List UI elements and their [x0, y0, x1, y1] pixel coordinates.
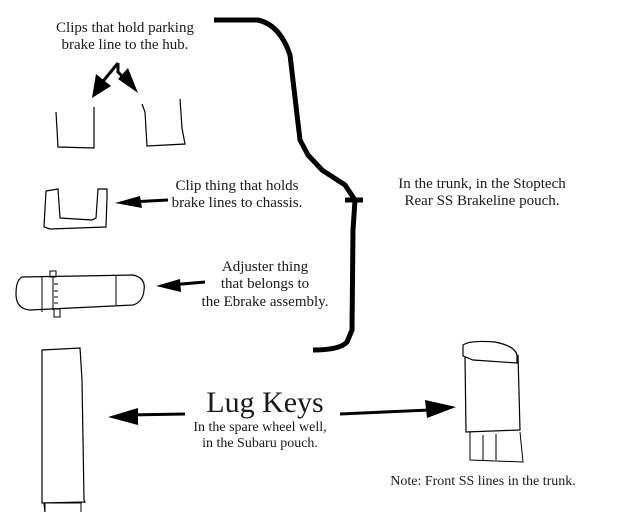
chassis-clip — [43, 188, 108, 230]
label-clip-chassis-line2: brake lines to chassis. — [171, 195, 303, 212]
label-trunk: In the trunk, in the Stoptech Rear SS Br… — [362, 176, 602, 211]
lug-key-left-bottom — [44, 502, 82, 512]
arrowhead-adjuster — [156, 279, 181, 292]
lug-key-left — [41, 347, 86, 504]
label-lug-keys-location-line2: in the Subaru pouch. — [202, 436, 318, 452]
arrowhead-chassis-clip — [115, 196, 142, 208]
adjuster-threads — [52, 277, 58, 310]
label-trunk-line2: Rear SS Brakeline pouch. — [404, 193, 560, 210]
label-clip-chassis: Clip thing that holds brake lines to cha… — [152, 178, 322, 213]
label-clips-hub-line1: Clips that hold parking — [56, 20, 194, 36]
label-clip-chassis-line1: Clip thing that holds — [175, 178, 299, 194]
label-lug-keys-title: Lug Keys — [206, 386, 324, 419]
label-note: Note: Front SS lines in the trunk. — [390, 474, 576, 489]
label-lug-keys-location-line1: In the spare wheel well, — [193, 420, 327, 435]
label-trunk-line1: In the trunk, in the Stoptech — [398, 176, 566, 192]
label-adjuster-line2: that belongs to — [220, 276, 310, 293]
arrowhead-right-lug — [425, 400, 456, 418]
lug-key-right-cap — [462, 340, 518, 364]
arrow-right-lug-shaft — [339, 408, 431, 416]
label-adjuster-line1: Adjuster thing — [221, 259, 309, 275]
adjuster-body — [15, 274, 145, 311]
label-adjuster-line3: the Ebrake assembly. — [201, 293, 329, 310]
hub-clip-left — [55, 107, 95, 149]
arrowhead-left-lug — [108, 408, 138, 425]
hub-clip-right — [141, 98, 186, 147]
label-adjuster: Adjuster thing that belongs to the Ebrak… — [185, 259, 345, 311]
lug-key-right-body — [464, 354, 521, 433]
adjuster-tab-bottom — [53, 308, 61, 318]
grouping-brace — [214, 17, 358, 353]
lug-key-right-teeth — [469, 431, 524, 463]
lug-key-left-tip — [43, 502, 46, 512]
arrowhead-left-clip — [92, 74, 111, 98]
label-clips-hub: Clips that hold parking brake line to th… — [40, 20, 210, 55]
label-lug-keys-location: In the spare wheel well, in the Subaru p… — [160, 420, 360, 452]
arrowhead-right-clip — [118, 68, 138, 93]
label-clips-hub-line2: brake line to the hub. — [61, 37, 189, 54]
